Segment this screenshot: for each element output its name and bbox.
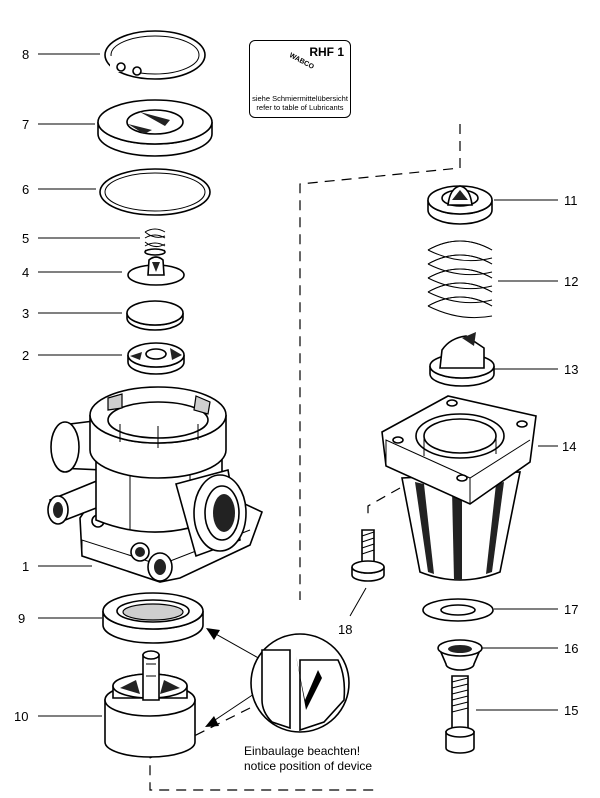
assembly-dashline-main: [299, 124, 461, 600]
part-17-washer: [422, 598, 494, 622]
label-17: 17: [564, 602, 578, 617]
part-5-small-spring: [144, 228, 166, 256]
notice-text-en: notice position of device: [244, 759, 373, 773]
label-4: 4: [22, 265, 29, 280]
part-12-main-spring: [427, 240, 493, 319]
label-13: 13: [564, 362, 578, 377]
label-16: 16: [564, 641, 578, 656]
label-6: 6: [22, 182, 29, 197]
part-14-upper-housing: [381, 395, 537, 581]
lubricant-note-de: siehe Schmiermittelübersicht: [252, 94, 348, 103]
part-8-retaining-ring: [104, 30, 206, 80]
part-9-seal-ring: [102, 592, 204, 644]
part-6-o-ring: [99, 168, 211, 216]
label-8: 8: [22, 47, 29, 62]
label-2: 2: [22, 348, 29, 363]
part-18-screw: [351, 529, 385, 582]
assembly-dashline-bolt: [367, 487, 401, 518]
lubricant-code: RHF 1: [309, 45, 344, 59]
label-5: 5: [22, 231, 29, 246]
label-7: 7: [22, 117, 29, 132]
detail-magnifier: [205, 628, 350, 733]
label-12: 12: [564, 274, 578, 289]
assembly-dashline-bottom: [149, 707, 380, 791]
part-10-piston: [104, 650, 196, 758]
part-7-cover-ring: [97, 99, 213, 157]
part-16-grommet: [437, 639, 483, 671]
part-15-bolt: [445, 675, 475, 754]
label-15: 15: [564, 703, 578, 718]
part-2-valve-seat: [127, 342, 185, 375]
leader-lines: [38, 53, 558, 717]
part-11-spring-cap: [427, 185, 493, 225]
label-9: 9: [18, 611, 25, 626]
label-14: 14: [562, 439, 576, 454]
label-1: 1: [22, 559, 29, 574]
label-11: 11: [564, 193, 578, 208]
lubricant-note-en: refer to table of Lubricants: [256, 103, 344, 112]
part-3-disc: [126, 300, 184, 331]
label-18: 18: [338, 622, 352, 637]
part-4-valve-insert: [127, 256, 185, 286]
part-1-housing: [47, 386, 264, 583]
label-10: 10: [14, 709, 28, 724]
part-13-plunger: [429, 332, 495, 387]
label-3: 3: [22, 306, 29, 321]
notice-text-de: Einbaulage beachten!: [244, 744, 361, 758]
lubricant-info-box: RHF 1 siehe Schmiermittelübersicht refer…: [249, 40, 351, 118]
